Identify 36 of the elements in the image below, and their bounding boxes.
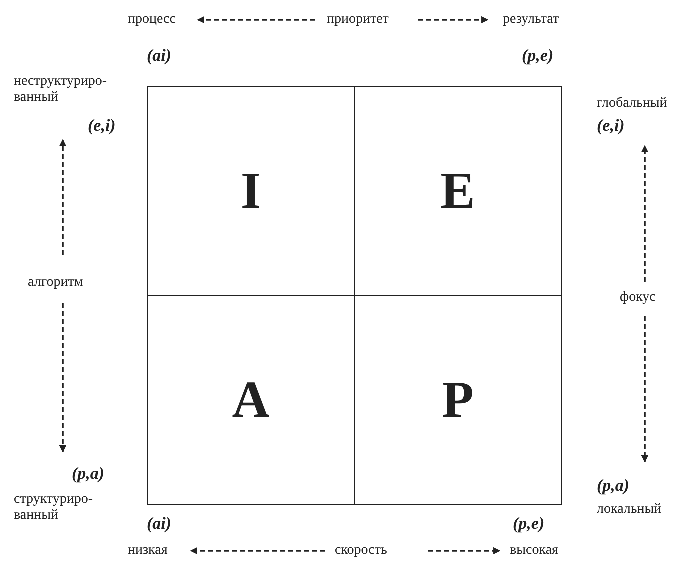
axis-label: структуриро-ванный xyxy=(14,492,98,524)
dashed-arrow xyxy=(190,547,325,555)
axis-label: глобальный xyxy=(597,96,668,112)
corner-code: (e,i) xyxy=(597,116,625,136)
dashed-arrow xyxy=(418,16,489,24)
corner-code: (p,a) xyxy=(72,464,105,484)
axis-label: фокус xyxy=(620,290,656,306)
axis-label: результат xyxy=(503,12,560,28)
axis-label: приоритет xyxy=(327,12,389,28)
quadrant-cell xyxy=(354,295,562,505)
quadrant-letter: E xyxy=(440,162,476,220)
quadrant-letter: P xyxy=(442,370,474,430)
axis-label: высокая xyxy=(510,543,558,559)
corner-code: (ai) xyxy=(147,46,172,66)
axis-label: неструктуриро-ванный xyxy=(14,74,114,106)
quadrant-letter: A xyxy=(232,370,270,430)
corner-code: (p,e) xyxy=(513,514,545,534)
corner-code: (e,i) xyxy=(88,116,116,136)
quadrant-cell xyxy=(354,86,562,296)
corner-code: (p,e) xyxy=(522,46,554,66)
axis-label: процесс xyxy=(128,12,176,28)
axis-label: алгоритм xyxy=(28,275,84,291)
axis-label: низкая xyxy=(128,543,168,559)
dashed-arrow xyxy=(197,16,315,24)
dashed-arrow xyxy=(428,547,501,555)
axis-label: скорость xyxy=(335,543,388,559)
dashed-arrow xyxy=(641,145,649,282)
dashed-arrow xyxy=(59,139,67,255)
quadrant-cell xyxy=(147,86,355,296)
corner-code: (p,a) xyxy=(597,476,630,496)
quadrant-cell xyxy=(147,295,355,505)
corner-code: (ai) xyxy=(147,514,172,534)
dashed-arrow xyxy=(641,316,649,463)
quadrant-letter: I xyxy=(240,162,262,220)
axis-label: локальный xyxy=(597,502,662,518)
dashed-arrow xyxy=(59,303,67,453)
